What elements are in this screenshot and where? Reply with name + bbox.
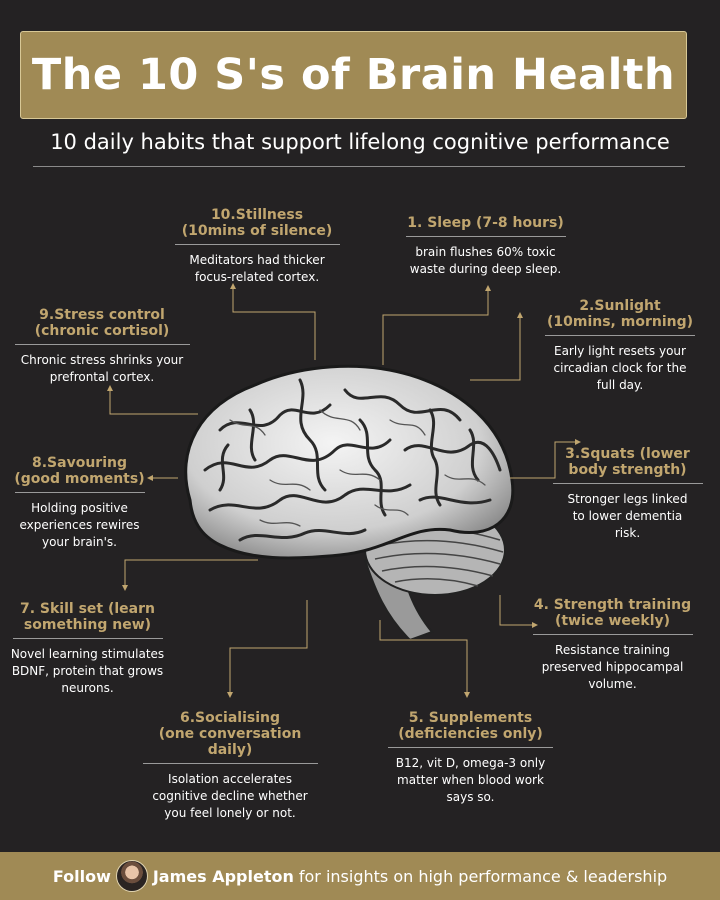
footer-tagline: for insights on high performance & leade… [298,866,668,886]
habit-1-sleep: 1. Sleep (7-8 hours) brain flushes 60% t… [398,215,573,278]
subtitle-divider [33,166,685,167]
habit-title: 6.Socialising (one conversation daily) [158,710,302,758]
habit-title: 2.Sunlight (10mins, morning) [546,298,694,330]
footer-follow-text: Follow [52,866,111,886]
habit-divider [532,634,693,635]
habit-text: Early light resets your circadian clock … [553,344,687,392]
habit-6-socialising: 6.Socialising (one conversation daily) I… [135,710,325,822]
habit-8-savouring: 8.Savouring (good moments) Holding posit… [12,455,147,551]
habit-divider [14,344,190,345]
habit-text: Resistance training preserved hippocampa… [541,643,684,691]
habit-3-squats: 3.Squats (lower body strength) Stronger … [550,446,705,542]
habit-4-strength-training: 4. Strength training (twice weekly) Resi… [525,597,700,693]
habit-title: 7. Skill set (learn something new) [19,601,155,633]
page-subtitle: 10 daily habits that support lifelong co… [50,130,670,154]
habit-7-skill-set: 7. Skill set (learn something new) Novel… [5,601,170,697]
habit-text: brain flushes 60% toxic waste during dee… [409,245,562,276]
habit-title: 10.Stillness (10mins of silence) [181,207,333,239]
habit-divider [174,244,340,245]
habit-text: Chronic stress shrinks your prefrontal c… [20,353,184,384]
habit-title: 1. Sleep (7-8 hours) [407,215,564,231]
habit-divider [12,638,163,639]
title-banner: The 10 S's of Brain Health [20,31,687,119]
habit-text: Isolation accelerates cognitive decline … [152,772,308,820]
habit-10-stillness: 10.Stillness (10mins of silence) Meditat… [172,207,342,286]
habit-5-supplements: 5. Supplements (deficiencies only) B12, … [388,710,553,806]
habit-title: 9.Stress control (chronic cortisol) [34,307,170,339]
habit-title: 3.Squats (lower body strength) [565,446,690,478]
page-title: The 10 S's of Brain Health [31,50,676,100]
habit-title: 4. Strength training (twice weekly) [533,597,692,629]
habit-text: Holding positive experiences rewires you… [19,501,140,549]
habit-text: Stronger legs linked to lower dementia r… [567,492,688,540]
footer-banner: Follow James Appleton for insights on hi… [0,852,720,900]
habit-title: 5. Supplements (deficiencies only) [398,710,543,742]
habit-9-stress-control: 9.Stress control (chronic cortisol) Chro… [12,307,192,386]
habit-divider [545,335,695,336]
habit-divider [552,483,703,484]
habit-divider [388,747,553,748]
brain-illustration [184,364,515,642]
habit-2-sunlight: 2.Sunlight (10mins, morning) Early light… [535,298,705,394]
habit-text: Meditators had thicker focus-related cor… [189,253,325,284]
footer-author-name[interactable]: James Appleton [152,866,294,886]
habit-title: 8.Savouring (good moments) [14,455,145,487]
habit-text: Novel learning stimulates BDNF, protein … [10,647,165,695]
habit-divider [142,763,318,764]
habit-divider [14,492,145,493]
habit-divider [405,236,566,237]
habit-text: B12, vit D, omega-3 only matter when blo… [395,756,546,804]
avatar[interactable] [115,860,148,892]
